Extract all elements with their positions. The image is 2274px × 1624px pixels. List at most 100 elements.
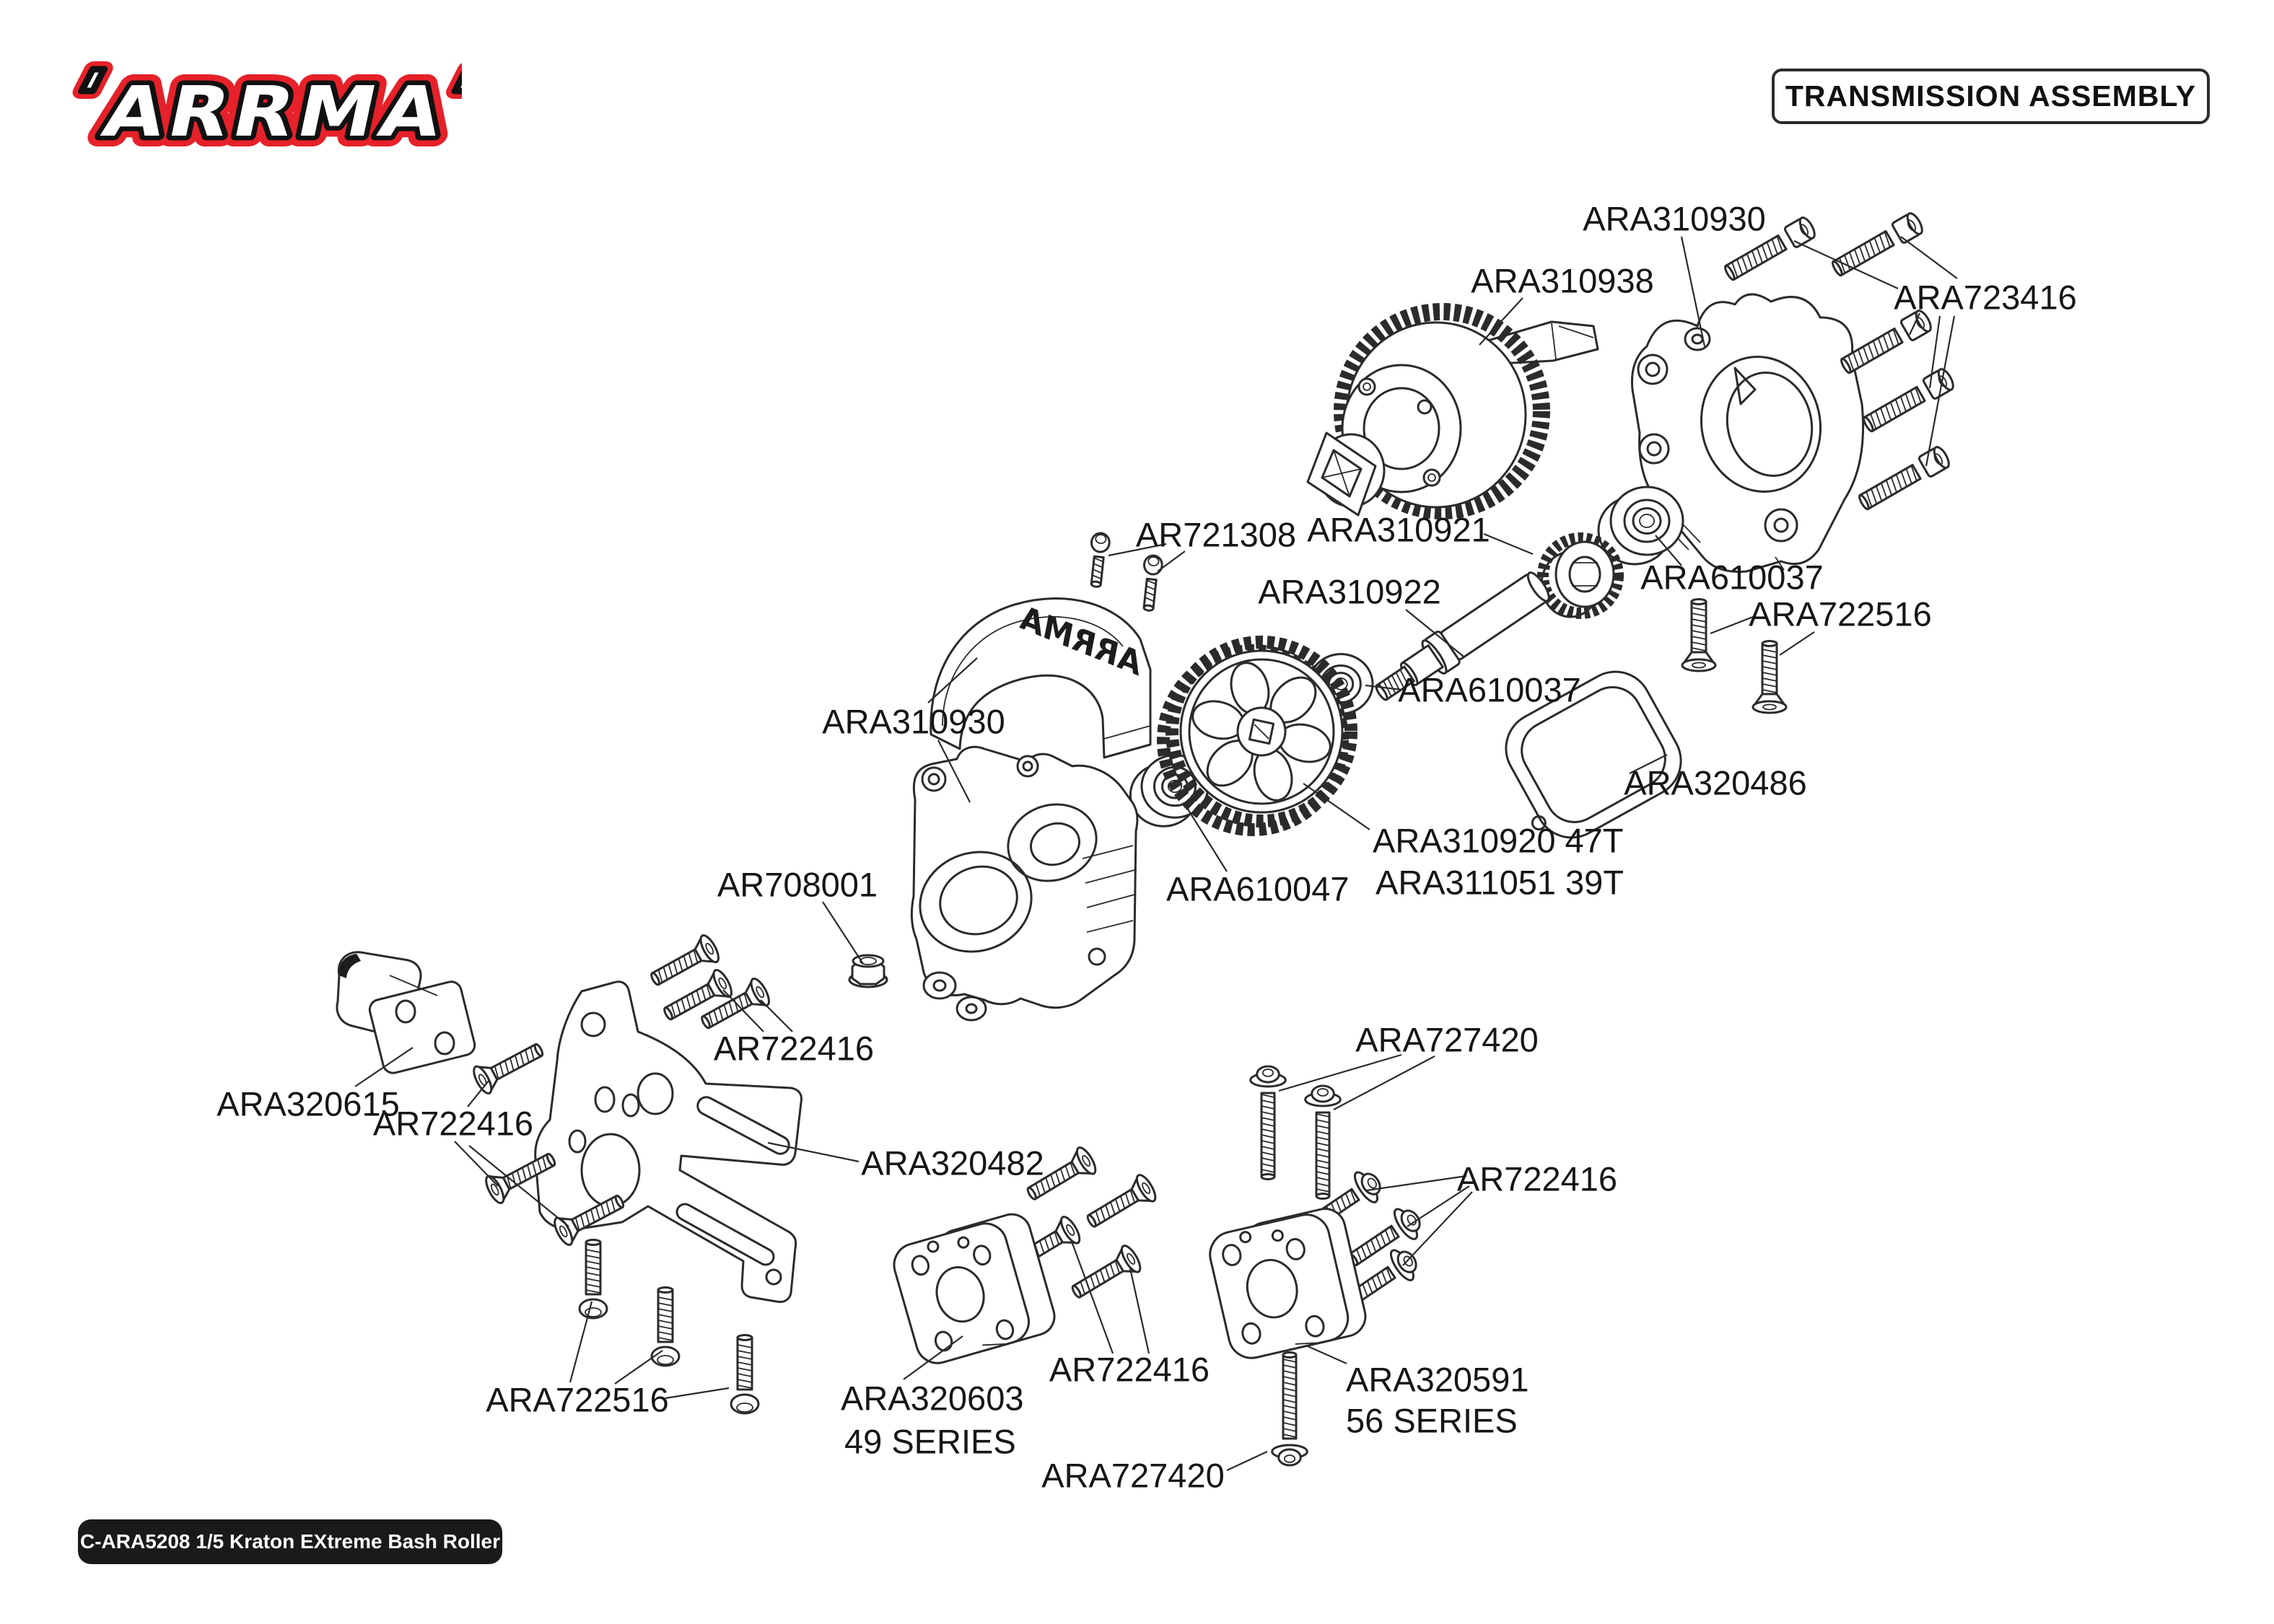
part-label-ara722516-right: ARA722516: [1749, 595, 1931, 633]
leader-line-ara320486: [1629, 754, 1668, 774]
leader-line-ar722416-49: [1129, 1268, 1150, 1354]
leader-line-ar708001: [822, 901, 864, 965]
logo-text-black: ARRMA: [96, 71, 454, 152]
part-label-ara610047: ARA610047: [1166, 870, 1349, 908]
part-label-ara310922: ARA310922: [1258, 573, 1440, 611]
leader-line-ar722416-plate-left: [467, 1079, 490, 1107]
leader-line-ara722516-right: [1710, 615, 1756, 635]
screw-ar722416-left-3: [554, 1194, 625, 1246]
part-label-ar722416-plate-top: AR722416: [714, 1030, 874, 1068]
part-label-ara310921: ARA310921: [1307, 511, 1490, 549]
screw-ar722416-top-2: [663, 969, 733, 1021]
rear-case-illustration: [1630, 293, 1865, 574]
leader-line-ara320591: [1307, 1345, 1347, 1365]
leader-line-ara727420-bottom: [1226, 1451, 1268, 1471]
part-label-ar722416-56: AR722416: [1457, 1160, 1617, 1198]
part-label-ara310920: ARA310920 47T: [1373, 822, 1624, 860]
screw-ara723416-5: [1858, 446, 1950, 511]
top-shaft-ara310922: [1375, 571, 1550, 701]
parts-layer: ARRMA: [336, 212, 1954, 1467]
part-label-ar722416-49: AR722416: [1049, 1351, 1210, 1389]
leader-line-ar722416-56: [1402, 1191, 1473, 1266]
leader-line-ara320615: [354, 1047, 414, 1087]
part-label-ara320603-series: 49 SERIES: [844, 1423, 1016, 1461]
main-housing-illustration: [910, 745, 1139, 1022]
leader-line-ara727420-top: [1278, 1053, 1402, 1092]
leader-line-ara722516-left: [569, 1301, 593, 1383]
leader-line-ar721308: [1157, 550, 1186, 572]
leader-line-ar722416-56: [1366, 1175, 1467, 1192]
page-title: TRANSMISSION ASSEMBLY: [1772, 69, 2210, 124]
screw-ar722416-top-1: [650, 934, 720, 986]
leader-line-ar722416-49: [1070, 1239, 1114, 1354]
bracket-ara320615: [336, 951, 476, 1074]
logo-text-red: ARRMA: [96, 71, 454, 152]
part-label-ar722416-plate-left: AR722416: [373, 1105, 533, 1143]
logo-quote-right: [445, 61, 462, 99]
leader-line-ara320603: [903, 1335, 963, 1380]
leader-line-ar722416-56: [1407, 1185, 1470, 1227]
part-label-ara311051: ARA311051 39T: [1376, 864, 1624, 902]
part-label-ar721308: AR721308: [1136, 516, 1296, 554]
leader-line-ara723416: [1909, 312, 1920, 335]
part-label-ara320486: ARA320486: [1624, 764, 1806, 802]
part-label-ara610037-right: ARA610037: [1640, 558, 1823, 597]
screw-ara723416-4: [1863, 368, 1954, 433]
leader-line-ara310930-left: [937, 739, 971, 803]
screw-ara722516-r1: [1681, 598, 1717, 672]
spur-gear-illustration: [1157, 636, 1357, 836]
screw-ar722416-49-4: [1071, 1245, 1142, 1299]
leader-line-ara610047: [1183, 802, 1228, 872]
leader-line-ara320482: [767, 1141, 860, 1163]
screw-ar722416-top-3: [701, 978, 770, 1030]
leader-line-ara723416: [1925, 315, 1956, 467]
part-label-ara727420-top: ARA727420: [1355, 1021, 1538, 1059]
motor-mount-ara320591: [1209, 1208, 1367, 1359]
leader-line-ara610037-right: [1655, 535, 1682, 566]
screw-ara722516-l2: [650, 1286, 681, 1367]
screw-ar722416-left-1: [473, 1043, 544, 1094]
part-label-ar708001: AR708001: [717, 866, 878, 904]
screw-ar721308-2: [1142, 554, 1163, 612]
leader-line-ara727420-top: [1333, 1055, 1435, 1110]
leader-line-ara723416: [1928, 315, 1941, 389]
leader-line-ara310920: [1303, 783, 1370, 830]
arrma-logo-icon: ARRMA ARRMA ARRMA: [72, 61, 462, 164]
leader-line-ara310930-left: [927, 657, 978, 703]
part-label-ara727420-bottom: ARA727420: [1041, 1457, 1224, 1495]
locknut-ar708001: [848, 954, 888, 988]
screw-ara722516-l1: [578, 1239, 608, 1320]
part-label-ara310938: ARA310938: [1471, 262, 1653, 300]
leader-line-ar722416-plate-top: [760, 999, 793, 1032]
part-label-ara310930-left: ARA310930: [822, 703, 1005, 741]
leader-line-ara310938: [1479, 297, 1523, 346]
part-label-ara310930-top: ARA310930: [1583, 200, 1765, 238]
screw-ara723416-3: [1840, 310, 1932, 374]
leader-line-ar722416-plate-left: [454, 1141, 499, 1187]
screw-ara723416-2: [1832, 212, 1923, 277]
bearing-ara610037-right: [1597, 486, 1684, 566]
leader-line-ara722516-right: [1779, 631, 1815, 656]
screw-ara727420-2: [1304, 1084, 1342, 1200]
leader-line-ara310930-top: [1680, 236, 1706, 347]
brand-logo: ARRMA ARRMA ARRMA: [72, 61, 462, 164]
screw-ara723416-1: [1724, 216, 1816, 281]
screw-ar722416-left-2: [485, 1152, 556, 1204]
part-label-ara722516-left: ARA722516: [486, 1381, 668, 1419]
motor-mount-ara320603: [893, 1213, 1056, 1364]
screw-ar722416-49-1: [1026, 1146, 1097, 1201]
leader-line-ara310922: [1405, 609, 1464, 657]
part-label-ara320591: ARA320591: [1346, 1361, 1529, 1399]
model-badge: C-ARA5208 1/5 Kraton EXtreme Bash Roller: [78, 1519, 502, 1564]
part-label-ara320603: ARA320603: [841, 1379, 1023, 1418]
screw-ar721308-1: [1090, 532, 1111, 588]
leader-line-ara723416: [1900, 236, 1958, 279]
page-title-text: TRANSMISSION ASSEMBLY: [1785, 79, 2197, 113]
screw-ara722516-l3: [730, 1334, 760, 1415]
model-badge-text: C-ARA5208 1/5 Kraton EXtreme Bash Roller: [80, 1530, 500, 1553]
screw-ar722416-49-2: [1086, 1174, 1157, 1228]
diff-assembly-illustration: [1306, 303, 1599, 519]
